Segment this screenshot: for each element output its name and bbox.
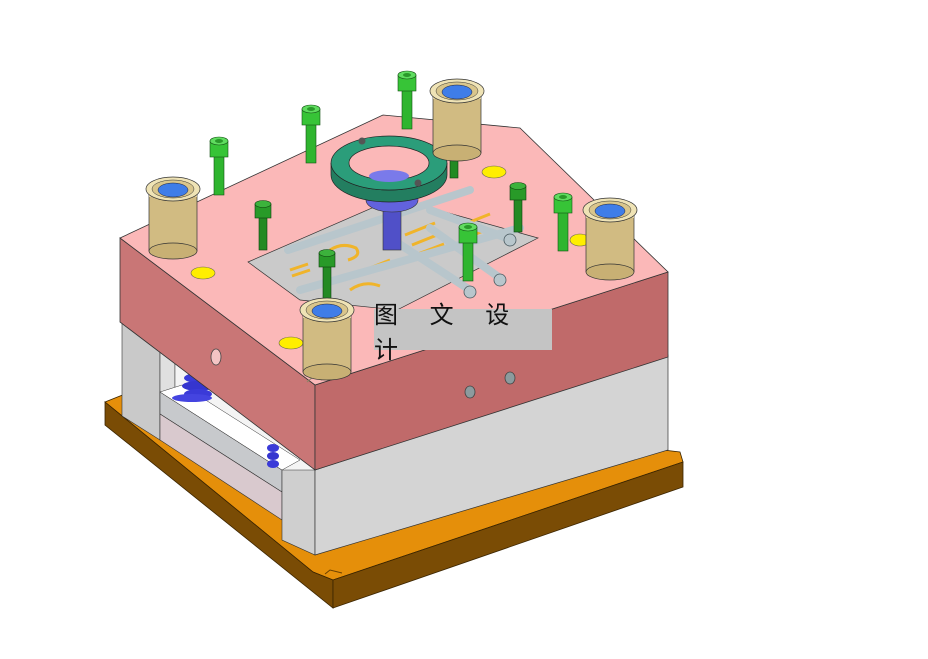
guide-bushing[interactable] [429, 78, 485, 162]
cooling-hole-icon [504, 371, 516, 385]
watermark-label: 图 文 设 计 [374, 301, 552, 364]
return-spring-icon [267, 444, 279, 468]
molded-part-pattern-icon [289, 212, 491, 292]
cooling-hole-icon [464, 385, 476, 399]
cooling-hole-icon [210, 348, 222, 366]
guide-bushing[interactable] [145, 176, 201, 260]
socket-head-screw-icon[interactable] [209, 136, 229, 196]
guide-bushing[interactable] [299, 297, 355, 381]
runner-pipes[interactable] [284, 186, 524, 299]
ejector-housing[interactable] [121, 321, 669, 556]
locating-ring[interactable] [330, 135, 448, 203]
guide-bushing[interactable] [582, 197, 638, 281]
